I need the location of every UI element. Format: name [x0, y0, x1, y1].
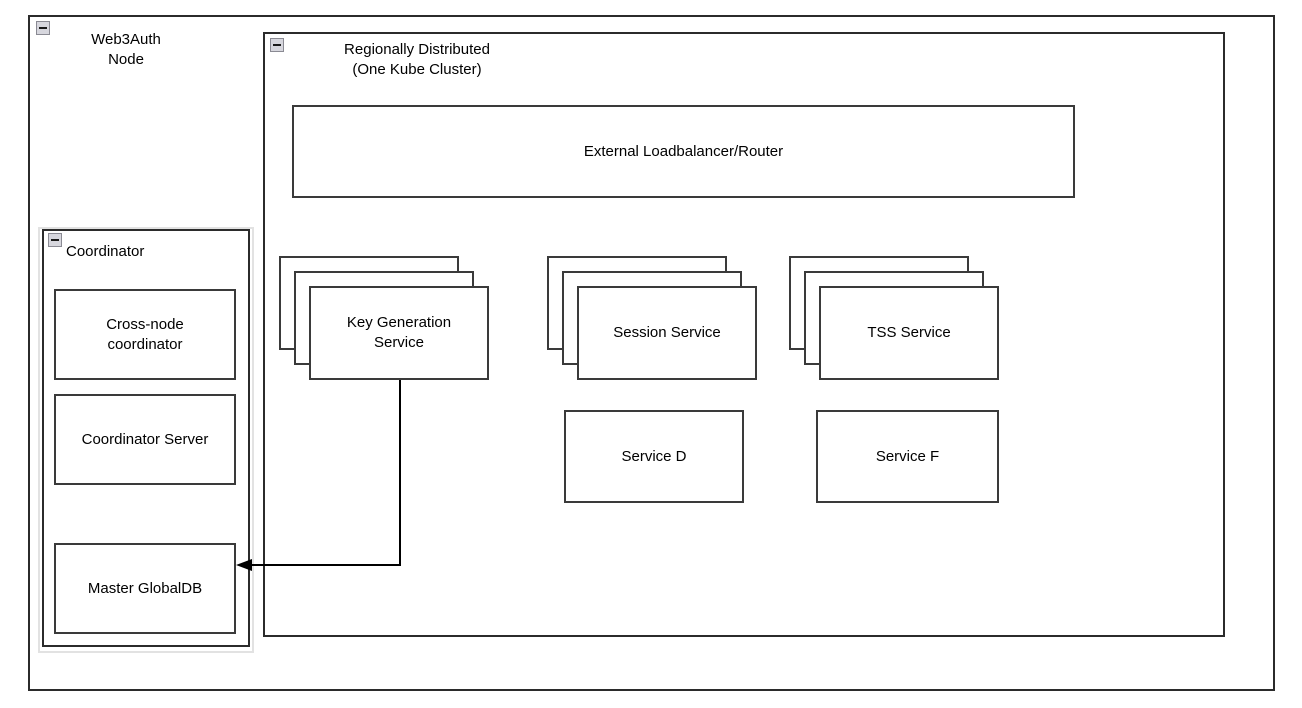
service-d-box[interactable]: Service D [564, 410, 744, 503]
key-generation-service-box[interactable]: Key Generation Service [309, 286, 489, 380]
cross-node-coordinator-box[interactable]: Cross-node coordinator [54, 289, 236, 380]
coordinator-server-label: Coordinator Server [81, 430, 209, 448]
session-service-label: Session Service [613, 324, 721, 341]
regionally-distributed-title: Regionally Distributed (One Kube Cluster… [344, 41, 490, 78]
cross-node-coordinator-label: Cross-node coordinator [106, 315, 184, 353]
master-globaldb-box[interactable]: Master GlobalDB [54, 543, 236, 634]
coordinator-title: Coordinator [66, 243, 145, 260]
external-loadbalancer-router-label: External Loadbalancer/Router [583, 142, 784, 160]
tss-service-label: TSS Service [867, 324, 951, 341]
coordinator-server-box[interactable]: Coordinator Server [54, 394, 236, 485]
key-generation-service-label: Key Generation Service [346, 314, 452, 351]
service-d-label: Service D [621, 447, 687, 465]
coordinator-collapse-icon[interactable] [48, 233, 62, 247]
service-f-label: Service F [875, 447, 940, 465]
service-f-box[interactable]: Service F [816, 410, 999, 503]
regionally-distributed-collapse-icon[interactable] [270, 38, 284, 52]
web3auth-node-title: Web3Auth Node [91, 31, 161, 68]
web3auth-node-collapse-icon[interactable] [36, 21, 50, 35]
session-service-box[interactable]: Session Service [577, 286, 757, 380]
external-loadbalancer-router-box[interactable]: External Loadbalancer/Router [292, 105, 1075, 198]
tss-service-box[interactable]: TSS Service [819, 286, 999, 380]
master-globaldb-label: Master GlobalDB [87, 579, 203, 597]
